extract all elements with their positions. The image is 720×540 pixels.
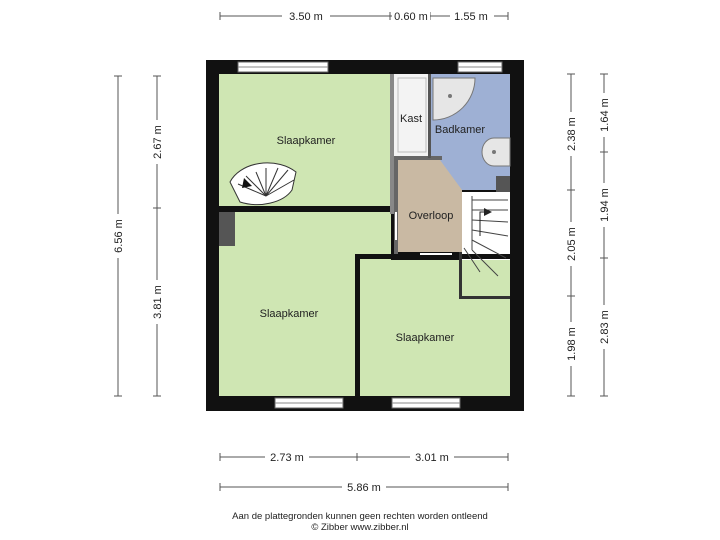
- stairs-right-icon: [463, 196, 509, 277]
- dim-right-outer-2: 1.94 m: [599, 188, 611, 222]
- room-bedroom-bottom-right: [359, 260, 510, 396]
- room-landing: [398, 160, 462, 252]
- spiral-stairs-icon: [229, 162, 297, 206]
- wall-bedroom-right-left: [355, 254, 360, 396]
- room-bedroom-bottom-left-strip: [219, 236, 235, 396]
- wall-bedroom-right-top: [355, 254, 510, 259]
- shower-drain-icon: [448, 94, 452, 98]
- dim-left-total: 6.56 m: [113, 219, 125, 253]
- dim-top-2: 0.60 m: [394, 11, 428, 23]
- wall-stair-left: [459, 252, 462, 298]
- dim-bottom-1: 2.73 m: [270, 452, 304, 464]
- wall-landing-top: [394, 156, 442, 160]
- sink-icon: [481, 137, 511, 167]
- wall-closet-divider: [390, 74, 394, 214]
- label-closet: Kast: [400, 113, 422, 125]
- closet-shelf-icon: [397, 77, 427, 153]
- sink-drain-icon: [492, 150, 496, 154]
- footer-disclaimer: Aan de plattegronden kunnen geen rechten…: [232, 511, 488, 522]
- label-bathroom: Badkamer: [435, 124, 485, 136]
- wall-bathroom-left: [428, 74, 431, 158]
- wall-landing-left: [394, 156, 398, 254]
- wall-horizontal-mid: [219, 206, 391, 212]
- dimension-top: 3.50 m 0.60 m 1.55 m: [219, 9, 509, 23]
- label-bedroom-top-left: Slaapkamer: [277, 135, 336, 147]
- dimension-right-outer: 1.64 m 1.94 m 2.83 m: [597, 73, 611, 397]
- dimension-bottom: 2.73 m 3.01 m 5.86 m: [219, 450, 509, 494]
- label-landing: Overloop: [409, 210, 454, 222]
- dim-top-3: 1.55 m: [454, 11, 488, 23]
- label-bedroom-bottom-left: Slaapkamer: [260, 308, 319, 320]
- dim-right-outer-1: 1.64 m: [599, 98, 611, 132]
- dimension-left-inner: 2.67 m 3.81 m: [150, 75, 164, 397]
- dim-bottom-total: 5.86 m: [347, 482, 381, 494]
- dim-left-inner-2: 3.81 m: [152, 285, 164, 319]
- shaft-bathroom: [496, 176, 510, 192]
- dim-right-inner-1: 2.38 m: [566, 117, 578, 151]
- dimension-left-total: 6.56 m: [111, 75, 125, 397]
- dimension-right-inner: 2.38 m 2.05 m 1.98 m: [564, 73, 578, 397]
- dim-left-inner-1: 2.67 m: [152, 125, 164, 159]
- shower-icon: [432, 77, 476, 121]
- dim-right-outer-3: 2.83 m: [599, 310, 611, 344]
- wall-stair-bottom: [459, 296, 510, 299]
- dim-right-inner-2: 2.05 m: [566, 227, 578, 261]
- label-bedroom-bottom-right: Slaapkamer: [396, 332, 455, 344]
- dim-bottom-2: 3.01 m: [415, 452, 449, 464]
- dim-top-1: 3.50 m: [289, 11, 323, 23]
- dim-right-inner-3: 1.98 m: [566, 327, 578, 361]
- footer-credit: © Zibber www.zibber.nl: [311, 522, 409, 533]
- chimney-left: [219, 212, 235, 246]
